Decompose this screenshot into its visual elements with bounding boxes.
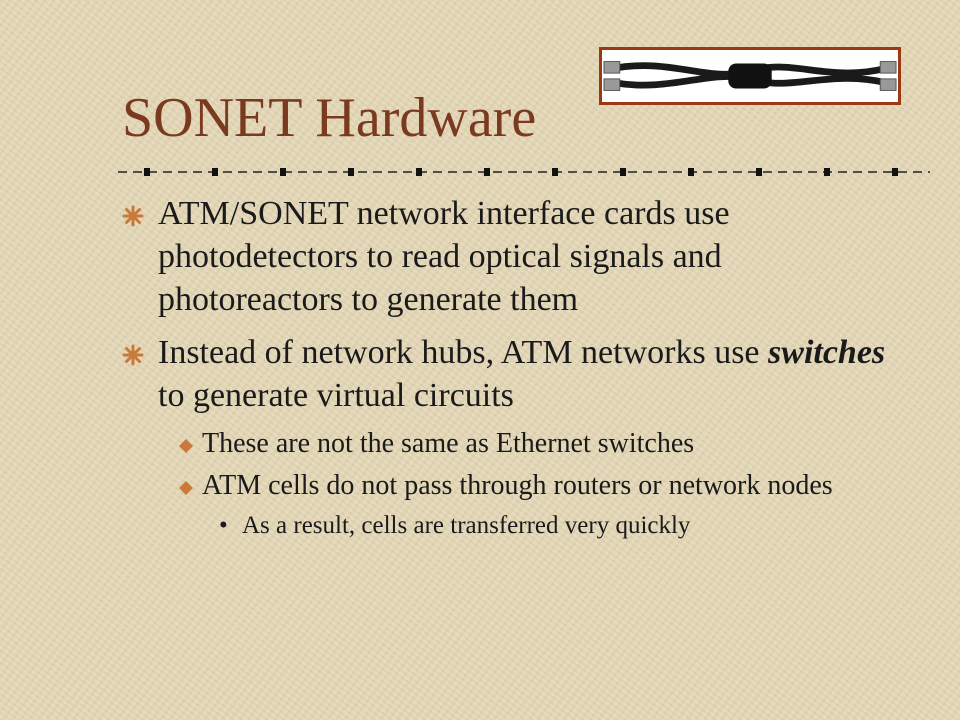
bullet-text-2-after: to generate virtual circuits: [158, 377, 514, 414]
slide-title: SONET Hardware: [122, 87, 537, 149]
bullet-text-2-before: Instead of network hubs, ATM networks us…: [158, 334, 769, 371]
divider-square: [620, 168, 626, 176]
asterisk-bullet-icon: [122, 205, 144, 227]
bullet-item-2: Instead of network hubs, ATM networks us…: [122, 331, 912, 417]
dot-bullet: •: [219, 512, 228, 539]
sub-sub-bullet-text-1: As a result, cells are transferred very …: [242, 512, 691, 539]
bullet-text-1: ATM/SONET network interface cards use ph…: [158, 195, 730, 318]
cable-connector-icon: [599, 47, 901, 105]
divider-square: [892, 168, 898, 176]
sub-bullet-item-2: ATM cells do not pass through routers or…: [122, 469, 912, 503]
diamond-bullet-icon: [179, 481, 193, 495]
bullet-text-2: Instead of network hubs, ATM networks us…: [158, 334, 885, 414]
dashed-divider: [118, 168, 930, 176]
sub-bullet-item-1: These are not the same as Ethernet switc…: [122, 427, 912, 461]
diamond-bullet-icon: [179, 439, 193, 453]
divider-square: [416, 168, 422, 176]
sub-sub-bullet-item-1: • As a result, cells are transferred ver…: [122, 511, 912, 541]
divider-square: [280, 168, 286, 176]
divider-square: [484, 168, 490, 176]
divider-square: [144, 168, 150, 176]
divider-square: [552, 168, 558, 176]
asterisk-bullet-icon: [122, 344, 144, 366]
sub-bullet-text-2: ATM cells do not pass through routers or…: [202, 470, 833, 501]
bullet-text-2-emphasis: switches: [768, 334, 886, 371]
bullet-list: ATM/SONET network interface cards use ph…: [122, 192, 912, 541]
divider-square: [348, 168, 354, 176]
divider-square: [756, 168, 762, 176]
divider-square: [688, 168, 694, 176]
divider-square: [212, 168, 218, 176]
sub-bullet-text-1: These are not the same as Ethernet switc…: [202, 428, 695, 459]
bullet-item-1: ATM/SONET network interface cards use ph…: [122, 192, 912, 321]
divider-square: [824, 168, 830, 176]
